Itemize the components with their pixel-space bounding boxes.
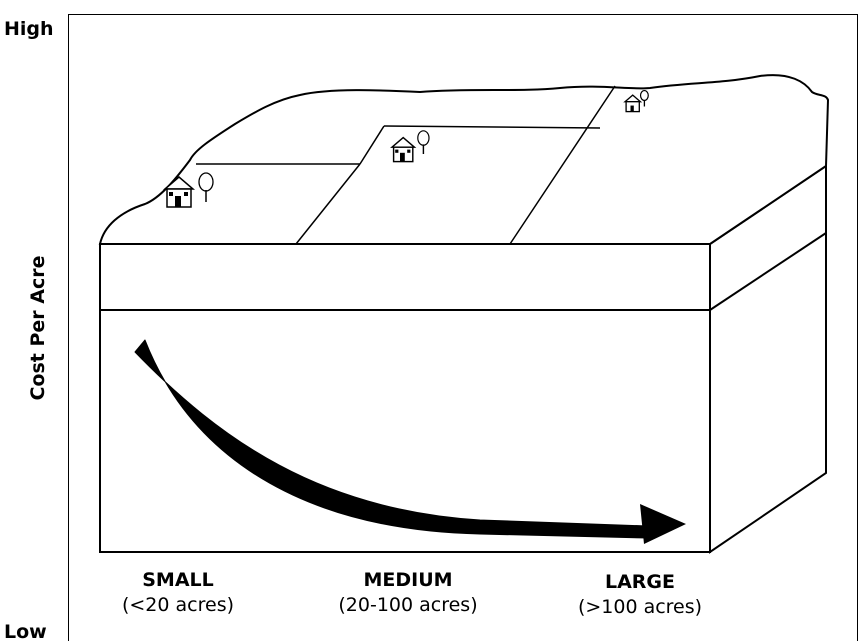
category-range: (>100 acres) (577, 596, 703, 618)
house-icon (390, 136, 417, 163)
category-name: MEDIUM (363, 569, 453, 591)
tree-icon (198, 172, 214, 202)
trend-arrow-head (640, 504, 686, 544)
category-range: (20-100 acres) (338, 594, 478, 616)
block-front-face (99, 243, 711, 553)
axis-frame (68, 14, 858, 641)
parcel-line-medium-back-left (359, 125, 385, 165)
y-axis-high-label: High (4, 18, 54, 40)
category-name: SMALL (142, 569, 214, 591)
parcel-line-small-medium (295, 163, 361, 245)
category-range: (<20 acres) (121, 594, 235, 616)
parcel-line-medium-back (383, 125, 601, 129)
category-medium: MEDIUM (20-100 acres) (338, 568, 477, 618)
tree-icon (639, 89, 649, 107)
parcel-line-medium-large (509, 85, 616, 245)
side-layer-line (709, 232, 827, 311)
house-icon (623, 94, 643, 113)
block-top-surface (98, 74, 830, 245)
house-icon (162, 176, 196, 208)
y-axis-low-label: Low (4, 621, 47, 643)
category-name: LARGE (604, 571, 676, 593)
category-small: SMALL (<20 acres) (122, 568, 234, 618)
tree-icon (417, 130, 430, 155)
category-large: LARGE (>100 acres) (578, 570, 702, 620)
